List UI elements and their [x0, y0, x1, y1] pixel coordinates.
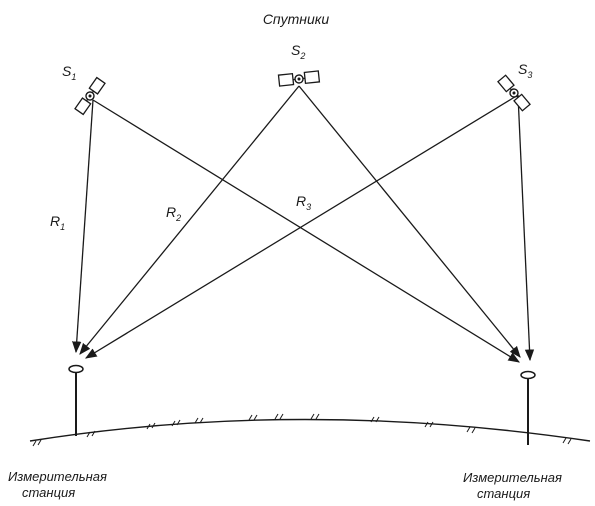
ground-hatching [32, 413, 572, 447]
ray-s2-station-left [79, 85, 300, 355]
range-label-r3: R3 [296, 193, 311, 212]
ray-s3-station-left [85, 94, 519, 359]
ray-s3-station-right [517, 94, 535, 362]
range-rays [72, 85, 535, 363]
satellite-label-s3: S3 [518, 61, 532, 80]
satellite-s1-icon [74, 76, 106, 116]
station-left-label-line2: станция [22, 485, 75, 500]
station-left-antenna-icon [68, 364, 84, 436]
ray-s2-station-right [298, 85, 521, 358]
satellites-title: Спутники [263, 11, 330, 27]
range-label-r2: R2 [166, 204, 181, 223]
ray-s1-station-right [92, 99, 520, 363]
satellite-s3-icon [497, 74, 531, 112]
station-right-antenna-icon [520, 370, 536, 445]
satellite-label-s1: S1 [62, 63, 76, 82]
station-right-label-line2: станция [477, 486, 530, 501]
satellite-s2-icon [277, 70, 321, 87]
station-right-label-line1: Измерительная [463, 470, 562, 485]
range-label-r1: R1 [50, 213, 65, 232]
ground-surface [29, 418, 591, 442]
station-left-label-line1: Измерительная [8, 469, 107, 484]
ray-s1-station-left [72, 99, 94, 354]
satellite-label-s2: S2 [291, 42, 305, 61]
